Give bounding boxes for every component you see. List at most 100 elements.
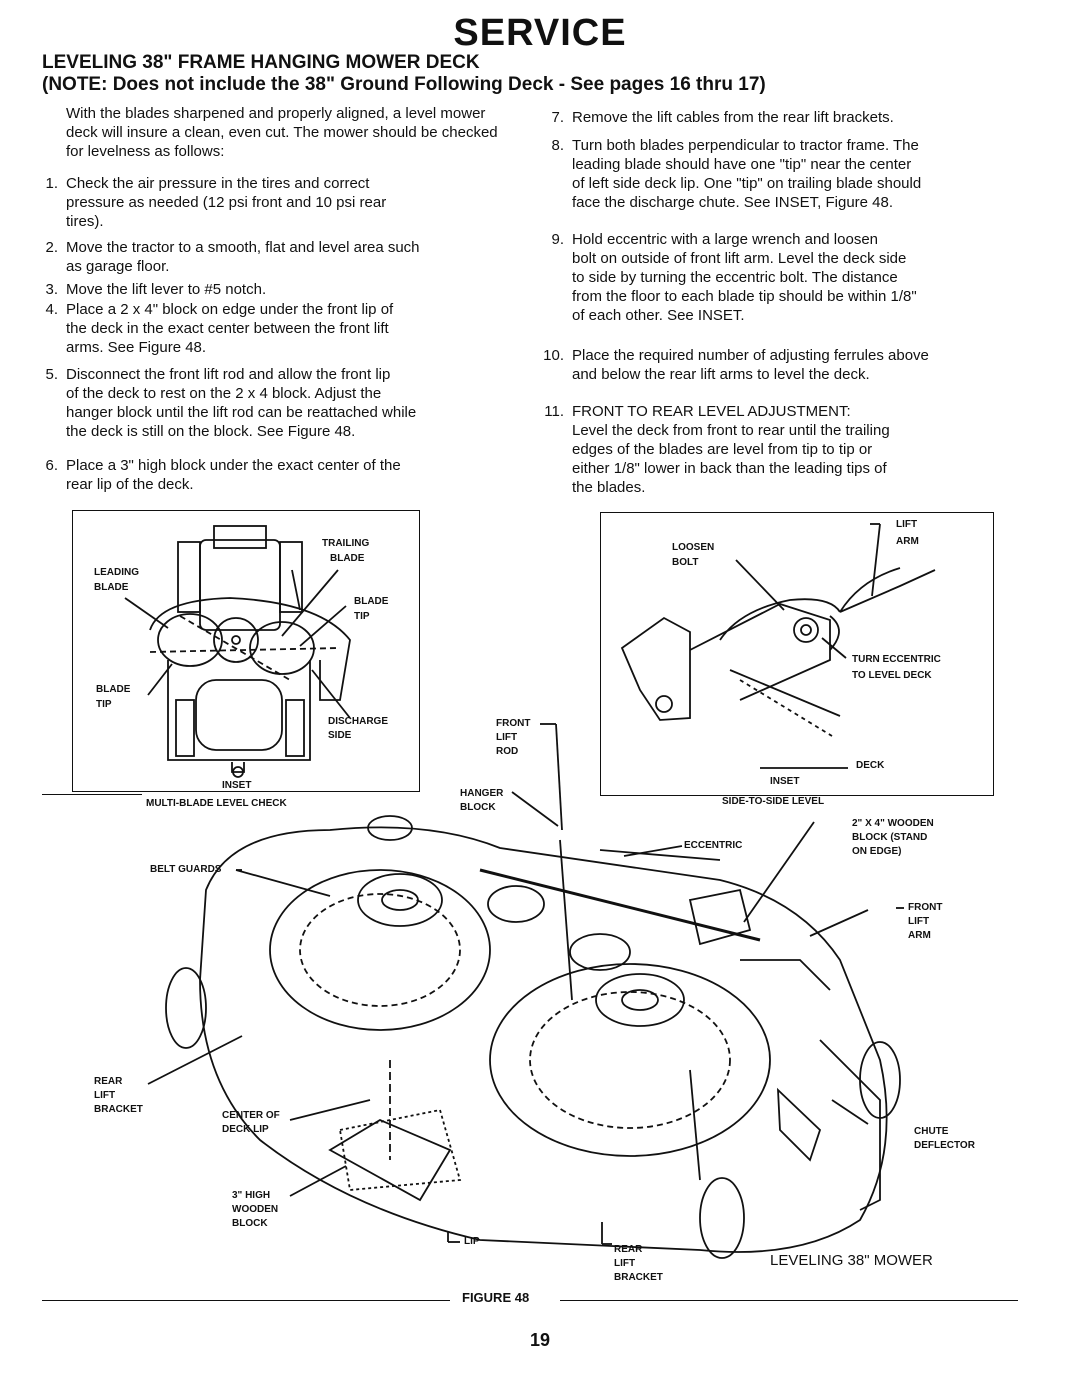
label-center-2: DECK LIP: [222, 1124, 269, 1135]
label-inset-right: INSET: [770, 776, 800, 787]
label-leading: LEADING: [94, 567, 139, 578]
figure-rule-left: [42, 1300, 450, 1301]
step-text-line: Hold eccentric with a large wrench and l…: [572, 231, 878, 248]
label-loosen: LOOSEN: [672, 542, 715, 553]
label-arm: ARM: [896, 536, 919, 547]
label-side-to-side: SIDE-TO-SIDE LEVEL: [722, 796, 825, 807]
label-tip: TIP: [354, 611, 370, 622]
tractor-top-view-illustration: [149, 525, 351, 778]
label-3in-3: BLOCK: [232, 1218, 268, 1229]
page-number: 19: [529, 1330, 551, 1350]
intro-paragraph: With the blades sharpened and properly a…: [66, 105, 498, 160]
step-text-line: Disconnect the front lift rod and allow …: [66, 366, 391, 383]
step-text-line: bolt on outside of front lift arm. Level…: [572, 250, 907, 267]
step-text-line: pressure as needed (12 psi front and 10 …: [66, 194, 387, 211]
label-trailing: TRAILING: [322, 538, 370, 549]
label-blade-tip: BLADE: [354, 596, 389, 607]
step-text-line: arms. See Figure 48.: [66, 339, 207, 356]
figure-rule-right: [560, 1300, 1018, 1301]
step-text-line: Move the tractor to a smooth, flat and l…: [66, 239, 420, 256]
label-blade-left: BLADE: [96, 684, 131, 695]
step-text-line: Place a 3" high block under the exact ce…: [66, 457, 401, 474]
step-text-line: FRONT TO REAR LEVEL ADJUSTMENT:: [572, 403, 851, 420]
label-deck: DECK: [856, 760, 885, 771]
label-block: BLOCK: [460, 802, 496, 813]
label-lift-rod-1: LIFT: [496, 732, 518, 743]
figure-subtitle: LEVELING 38" MOWER: [770, 1252, 933, 1269]
label-rear-b2: LIFT: [614, 1258, 636, 1269]
step-text-line: leading blade should have one "tip" near…: [572, 156, 912, 173]
label-belt-guards: BELT GUARDS: [150, 864, 222, 875]
label-front-arm-3: ARM: [908, 930, 931, 941]
step-text-line: edges of the blades are level from tip t…: [572, 441, 873, 458]
step-text-line: to side by turning the eccentric bolt. T…: [572, 269, 898, 286]
step-number: 10.: [543, 347, 564, 364]
mower-deck-illustration: [165, 815, 901, 1259]
inset-left-box: [72, 510, 420, 792]
label-lip: LIP: [464, 1236, 480, 1247]
label-hanger: HANGER: [460, 788, 504, 799]
step-number: 11.: [544, 403, 564, 420]
label-rear-1: REAR: [94, 1076, 123, 1087]
label-wooden-3: ON EDGE): [852, 846, 902, 857]
step-text-line: Move the lift lever to #5 notch.: [66, 281, 267, 298]
step-text-line: hanger block until the lift rod can be r…: [66, 404, 417, 421]
step-text-line: face the discharge chute. See INSET, Fig…: [572, 194, 894, 211]
step-text-line: the deck is still on the block. See Figu…: [66, 423, 356, 440]
step-text-line: of the deck to rest on the 2 x 4 block. …: [66, 385, 382, 402]
step-number: 4.: [45, 301, 58, 318]
label-eccentric: ECCENTRIC: [684, 840, 743, 851]
label-to-level-deck: TO LEVEL DECK: [852, 670, 932, 681]
section-note: (NOTE: Does not include the 38" Ground F…: [42, 74, 766, 95]
step-text-line: Place a 2 x 4" block on edge under the f…: [66, 301, 394, 318]
label-tip-left: TIP: [96, 699, 112, 710]
step-number: 5.: [45, 366, 58, 383]
step-text-line: and below the rear lift arms to level th…: [572, 366, 870, 383]
step-text-line: the deck in the exact center between the…: [66, 320, 389, 337]
label-inset-left: INSET: [222, 780, 252, 791]
page-title: SERVICE: [453, 12, 627, 54]
figure-caption: FIGURE 48: [462, 1290, 530, 1305]
inset-left-rule: [42, 794, 142, 795]
step-text-line: as garage floor.: [66, 258, 170, 275]
step-text-line: Remove the lift cables from the rear lif…: [572, 109, 894, 126]
step-text-line: of left side deck lip. One "tip" on trai…: [572, 175, 922, 192]
label-rear-3: BRACKET: [94, 1104, 143, 1115]
label-rear-2: LIFT: [94, 1090, 116, 1101]
eccentric-detail-illustration: [620, 567, 936, 769]
label-front: FRONT: [496, 718, 531, 729]
step-text-line: tires).: [66, 213, 104, 230]
step-number: 2.: [45, 239, 58, 256]
label-rod: ROD: [496, 746, 519, 757]
step-text-line: from the floor to each blade tip should …: [572, 288, 917, 305]
label-rear-b1: REAR: [614, 1244, 643, 1255]
label-discharge: DISCHARGE: [328, 716, 389, 727]
label-deflector: DEFLECTOR: [914, 1140, 975, 1151]
step-text-line: of each other. See INSET.: [572, 307, 745, 324]
label-front-arm-1: FRONT: [908, 902, 943, 913]
label-center-1: CENTER OF: [222, 1110, 280, 1121]
step-number: 3.: [45, 281, 58, 298]
step-number: 9.: [551, 231, 564, 248]
label-3in-2: WOODEN: [232, 1204, 279, 1215]
step-number: 8.: [551, 137, 564, 154]
label-multi-blade: MULTI-BLADE LEVEL CHECK: [146, 798, 287, 809]
label-rear-b3: BRACKET: [614, 1272, 663, 1283]
label-front-arm-2: LIFT: [908, 916, 930, 927]
label-blade-leading: BLADE: [94, 582, 129, 593]
step-text-line: Turn both blades perpendicular to tracto…: [572, 137, 919, 154]
inset-right-box: [600, 512, 994, 796]
step-text-line: either 1/8" lower in back than the leadi…: [572, 460, 887, 477]
label-chute: CHUTE: [914, 1126, 949, 1137]
step-text-line: Level the deck from front to rear until …: [572, 422, 890, 439]
step-number: 6.: [45, 457, 58, 474]
label-wooden-1: 2" X 4" WOODEN: [852, 818, 934, 829]
label-wooden-2: BLOCK (STAND: [852, 832, 928, 843]
label-lift: LIFT: [896, 519, 918, 530]
label-3in-1: 3" HIGH: [232, 1190, 271, 1201]
section-heading: LEVELING 38" FRAME HANGING MOWER DECK: [42, 52, 480, 73]
step-text-line: the blades.: [572, 479, 646, 496]
label-turn-eccentric: TURN ECCENTRIC: [852, 654, 941, 665]
step-text-line: Check the air pressure in the tires and …: [66, 175, 370, 192]
